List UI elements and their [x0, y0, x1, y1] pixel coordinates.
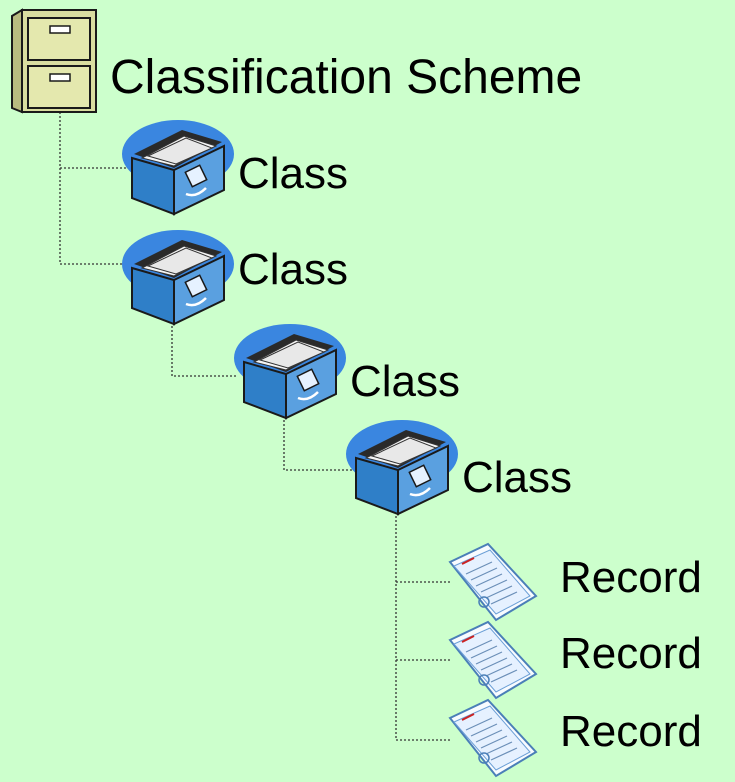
class-label: Class — [238, 149, 349, 198]
connector-root — [59, 112, 128, 265]
record-label: Record — [560, 629, 702, 678]
card-drawer-icon — [122, 120, 234, 216]
filing-cabinet-icon — [11, 8, 97, 114]
card-drawer-icon — [122, 230, 234, 326]
class-label: Class — [462, 453, 573, 502]
class-label: Class — [238, 245, 349, 294]
document-icon — [448, 620, 538, 700]
connector-class-3 — [283, 420, 352, 471]
document-icon — [448, 698, 538, 778]
connector-records — [395, 516, 452, 741]
record-label: Record — [560, 553, 702, 602]
record-label: Record — [560, 707, 702, 756]
class-label: Class — [350, 357, 461, 406]
root-label: Classification Scheme — [110, 51, 583, 104]
document-icon — [448, 542, 538, 622]
connector-class-2 — [171, 322, 238, 377]
card-drawer-icon — [234, 324, 346, 420]
card-drawer-icon — [346, 420, 458, 516]
